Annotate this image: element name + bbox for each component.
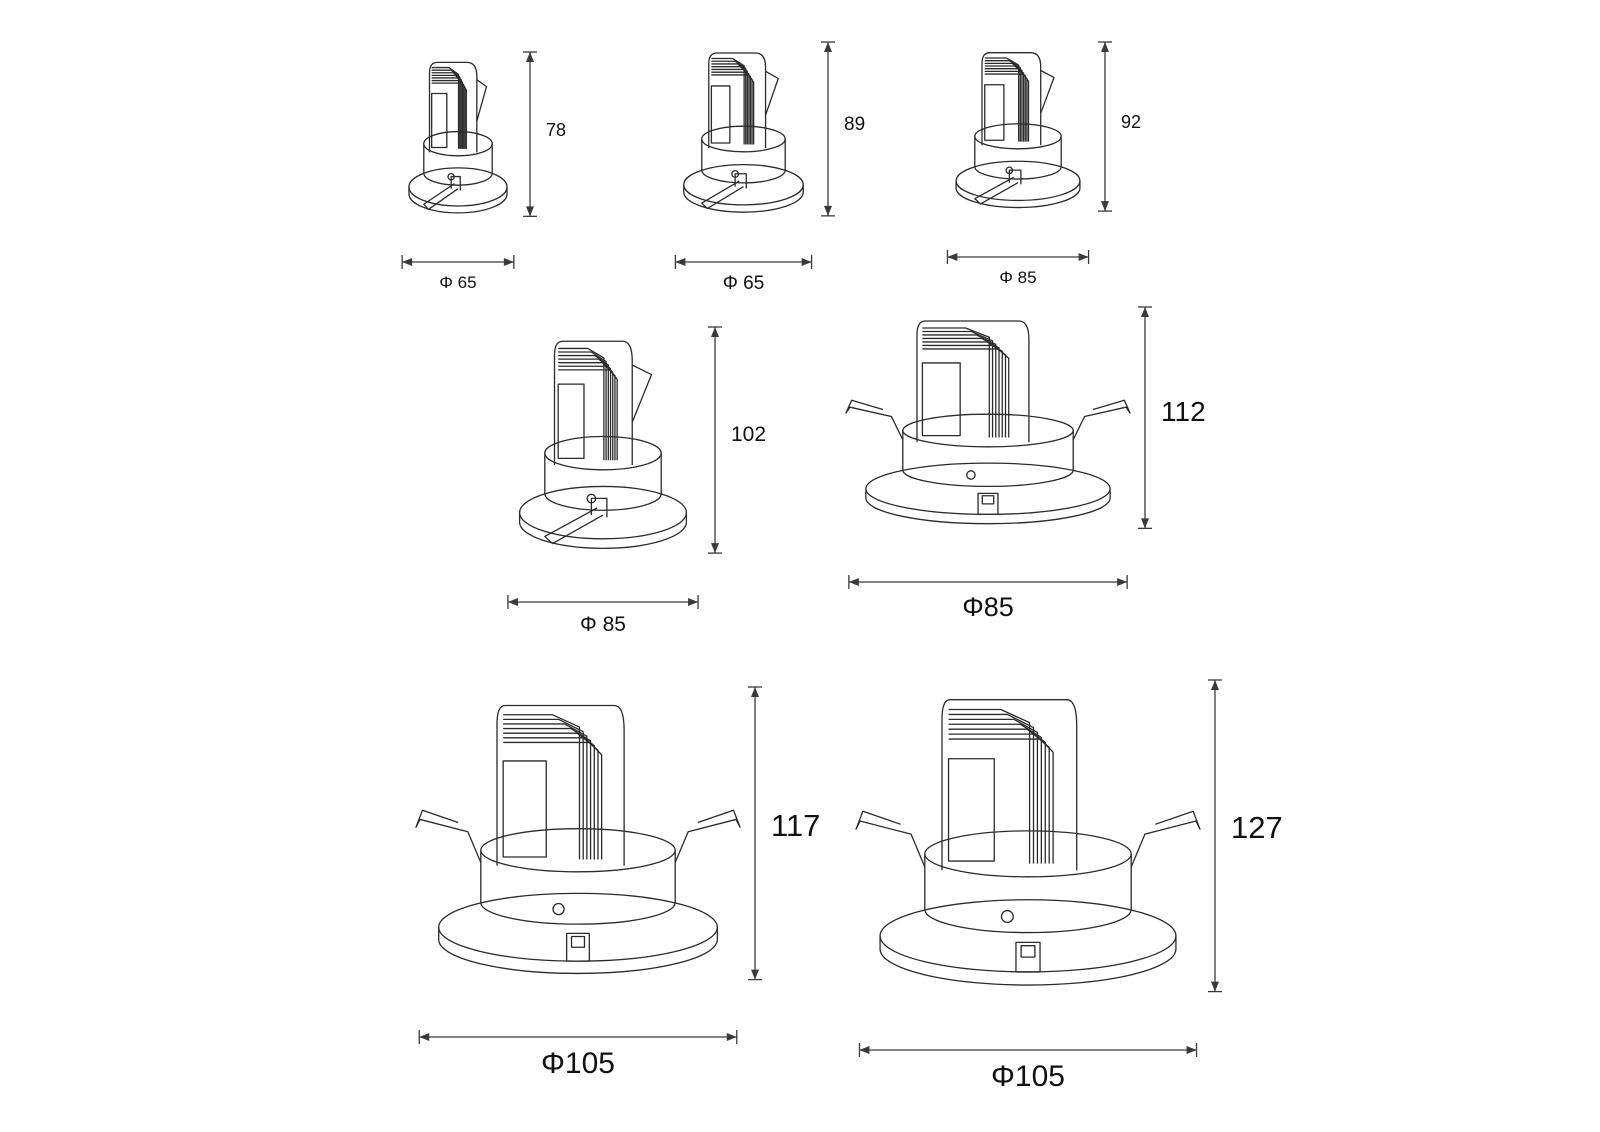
collar — [924, 853, 1132, 934]
heatsink-body — [496, 704, 625, 866]
height-dimension-label: 89 — [844, 113, 866, 135]
fixture-drawing — [946, 41, 1112, 264]
fixture-drawing — [674, 41, 835, 269]
diameter-dimension-label: Φ 85 — [999, 268, 1037, 287]
fixture-drawing — [401, 51, 537, 269]
heatsink-body — [428, 61, 478, 153]
mounting-wing-right — [1072, 399, 1131, 441]
trim-ring — [518, 485, 688, 540]
fixture-2: 89 Φ 65 — [668, 30, 883, 300]
mounting-wing-right — [674, 809, 741, 863]
spring-clip — [544, 497, 608, 545]
diameter-dimension-label: Φ105 — [990, 1060, 1065, 1093]
height-dimension-label: 112 — [1161, 395, 1206, 427]
fixture-1: 78 Φ 65 — [395, 40, 585, 300]
height-dimension-label: 117 — [771, 808, 821, 844]
spring-clip — [974, 169, 1022, 205]
height-dimension-label: 102 — [731, 422, 767, 446]
collar — [974, 136, 1062, 180]
fixture-drawing — [855, 679, 1222, 1057]
heatsink-body — [941, 699, 1078, 871]
mounting-wing-right — [1130, 810, 1201, 868]
diameter-dimension-label: Φ 65 — [439, 273, 477, 292]
mounting-wing-left — [855, 810, 926, 868]
diameter-dimension-label: Φ105 — [540, 1047, 615, 1080]
fixture-3: 92 Φ 85 — [940, 30, 1160, 295]
height-dimension-label: 92 — [1121, 112, 1142, 133]
spring-clip — [423, 175, 461, 211]
spring-clip — [701, 173, 747, 210]
collar — [902, 430, 1074, 488]
fixture-4: 102 Φ 85 — [500, 315, 770, 640]
collar — [423, 143, 493, 186]
height-dimension-label: 127 — [1231, 810, 1283, 846]
mounting-wing-left — [845, 399, 904, 441]
heatsink-body — [708, 52, 767, 149]
collar — [701, 138, 786, 184]
diameter-dimension-label: Φ85 — [962, 592, 1014, 622]
diameter-dimension-label: Φ 65 — [722, 273, 765, 294]
heatsink-body — [981, 52, 1042, 146]
mounting-wing-left — [415, 809, 482, 863]
fixture-drawing — [845, 306, 1152, 589]
fixture-drawing — [415, 686, 762, 1044]
collar — [480, 850, 676, 925]
collar — [544, 453, 662, 511]
fixture-drawing — [507, 326, 722, 609]
heatsink-body — [916, 320, 1030, 443]
heatsink-body — [553, 340, 633, 466]
height-dimension-label: 78 — [546, 119, 567, 140]
diameter-dimension-label: Φ 85 — [580, 613, 626, 636]
